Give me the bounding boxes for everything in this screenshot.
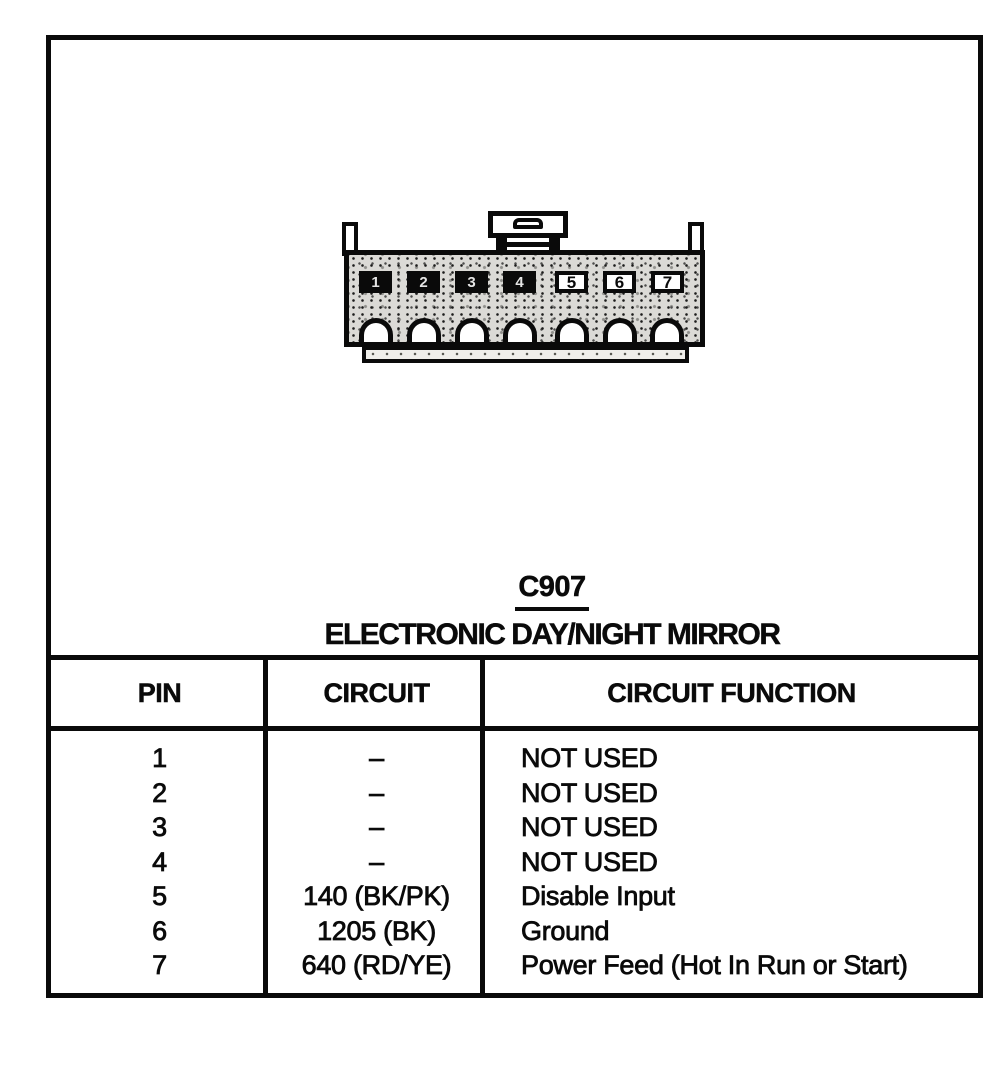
connector-cavity-arch [407,318,441,342]
table-row: 3 – NOT USED [51,810,978,845]
table-row: 5 140 (BK/PK) Disable Input [51,879,978,914]
cell-function: NOT USED [521,812,659,842]
connector-cavity-arch [359,318,393,342]
table-row: 6 1205 (BK) Ground [51,914,978,949]
cell-circuit: 1205 (BK) [317,915,437,946]
connector-cavity-arch [602,318,637,342]
cell-pin: 4 [152,846,168,877]
connector-pin-7: 7 [651,271,684,293]
header-circuit: CIRCUIT [323,677,430,708]
header-circuit-function: CIRCUIT FUNCTION [607,677,856,708]
connector-pin-4: 4 [503,271,536,293]
cell-function: NOT USED [521,777,659,808]
cell-circuit: 640 (RD/YE) [301,950,452,980]
connector-cavity-arch [503,318,537,342]
column-divider-1 [263,660,268,993]
connector-pin-5: 5 [555,271,588,293]
connector-name-label: ELECTRONIC DAY/NIGHT MIRROR [324,618,781,651]
column-divider-2 [480,660,485,993]
cell-function: NOT USED [521,846,659,877]
cell-pin: 2 [152,777,168,808]
cell-circuit: – [369,812,385,842]
connector-pin-1: 1 [359,271,392,293]
cell-pin: 1 [152,743,168,773]
connector-pin-6: 6 [603,271,636,293]
cell-pin: 6 [152,915,168,946]
connector-base-strip [362,346,689,363]
pin-table-body: 1 – NOT USED 2 – NOT USED 3 – NOT USED 4 – NOT USED… [51,731,978,993]
header-pin: PIN [137,677,182,708]
connector-id-label: C907 [515,571,589,611]
cell-circuit: 140 (BK/PK) [303,881,451,911]
connector-cavity-arch [455,318,489,342]
cell-function: Disable Input [521,881,676,911]
cell-pin: 5 [152,881,168,911]
cell-pin: 7 [152,950,168,980]
pin-table-header: PIN CIRCUIT CIRCUIT FUNCTION [51,660,978,726]
table-row: 1 – NOT USED [51,741,978,776]
table-row: 7 640 (RD/YE) Power Feed (Hot In Run or St… [51,948,978,983]
connector-pin-3: 3 [455,271,488,293]
cell-circuit: – [369,777,385,808]
connector-cavity-arch [650,318,684,342]
cell-circuit: – [369,846,385,877]
cell-circuit: – [369,743,385,773]
connector-latch-bar [507,242,549,247]
connector-latch-neck [496,238,560,252]
cell-function: NOT USED [521,743,659,773]
cell-function: Power Feed (Hot In Run or Start) [521,950,909,980]
connector-latch-bump [513,218,543,229]
connector-latch-cap [488,211,568,238]
header-divider-line [51,726,978,731]
connector-tab-left [342,222,358,256]
table-row: 2 – NOT USED [51,776,978,811]
connector-tab-right [688,222,704,256]
cell-pin: 3 [152,812,168,842]
table-row: 4 – NOT USED [51,845,978,880]
caption-block: C907 ELECTRONIC DAY/NIGHT MIRROR [51,571,1002,652]
connector-cavity-arch [555,318,589,342]
cell-function: Ground [521,915,610,946]
connector-pin-2: 2 [407,271,440,293]
